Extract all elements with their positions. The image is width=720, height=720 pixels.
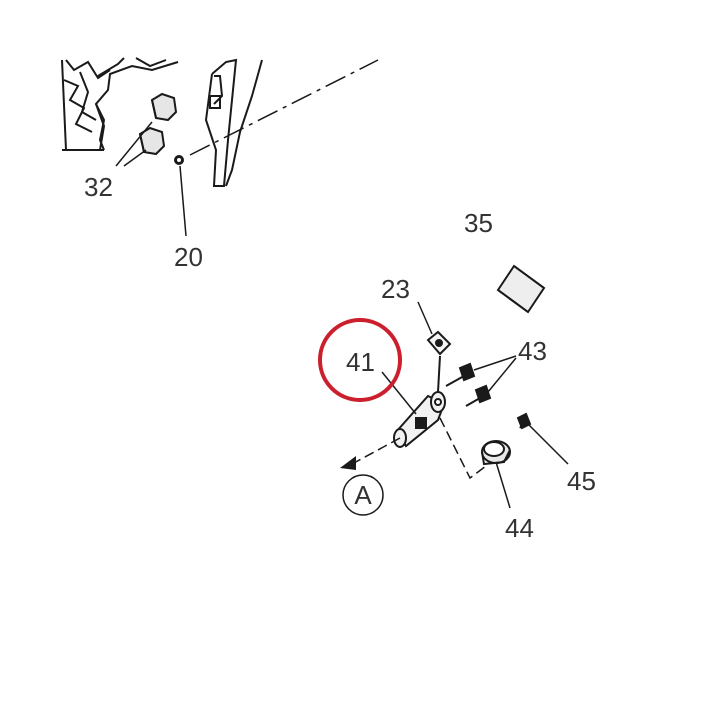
part-43-screws [445,362,492,407]
callout-23: 23 [381,274,410,304]
part-41-holder [393,355,446,448]
leader-44 [439,417,511,509]
assembly-fragment [61,57,179,151]
view-marker: A [342,474,384,516]
view-marker-label: A [354,480,372,510]
leader-23 [417,301,433,335]
part-23-clip [426,330,452,356]
callout-35: 35 [464,208,493,238]
part-45-screw [516,412,532,430]
highlight-circle [318,318,402,402]
part-35-block [496,264,546,314]
callout-43: 43 [518,336,547,366]
part-20-nut [174,155,184,165]
view-arrow [340,437,401,470]
leader-41 [381,371,417,415]
leader-lines-top [115,121,187,237]
callout-41: 41 [346,347,375,377]
leader-43 [473,355,517,393]
callout-32: 32 [84,172,113,202]
callout-45: 45 [567,466,596,496]
angled-plate [204,58,263,187]
leader-45 [527,423,569,465]
callout-44: 44 [505,513,534,543]
part-32-pads [138,92,178,156]
part-44-grommet [481,440,511,466]
callout-20: 20 [174,242,203,272]
center-line-top [189,59,379,156]
